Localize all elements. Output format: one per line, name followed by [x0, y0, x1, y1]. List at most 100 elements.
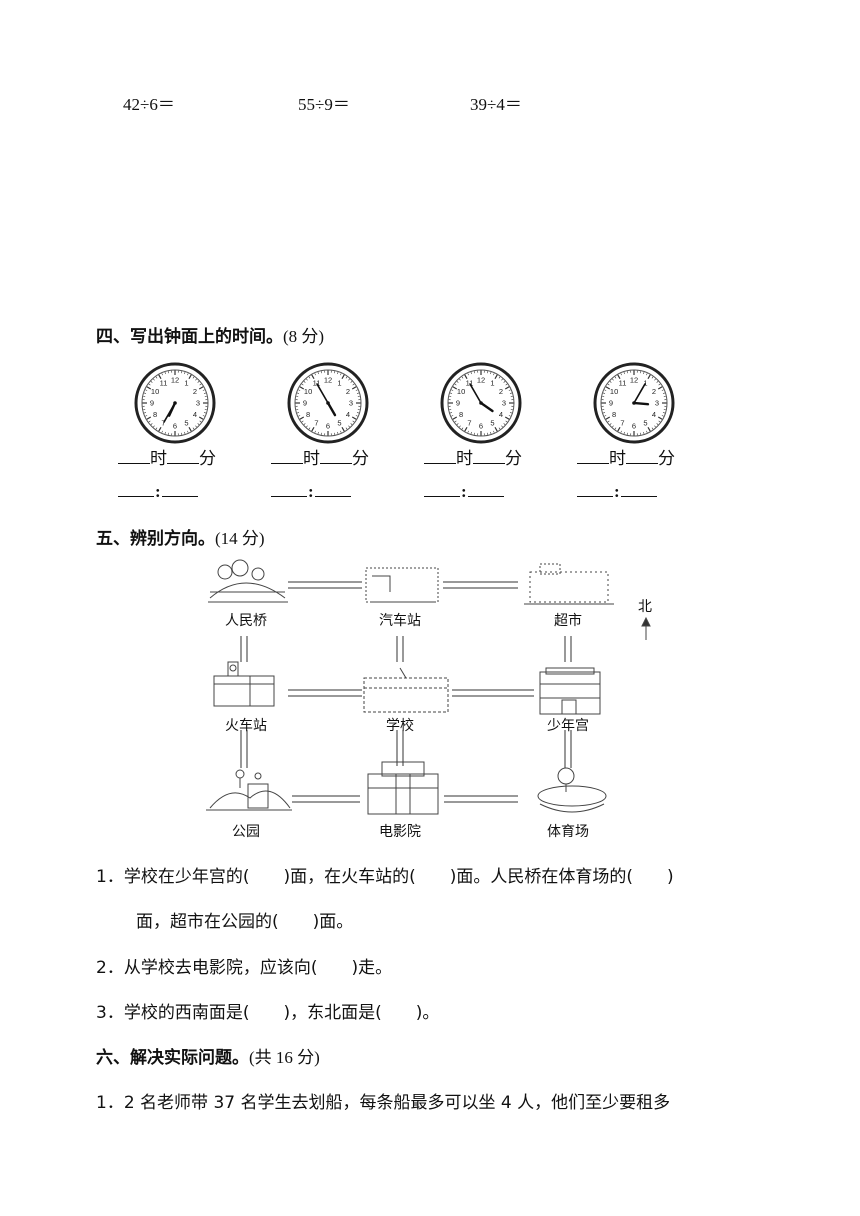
clock-numeral: 6: [479, 422, 483, 431]
hour-blank[interactable]: [271, 449, 303, 464]
clock-tick: [356, 412, 360, 414]
clock-numeral: 12: [477, 376, 485, 385]
hour-blank[interactable]: [424, 449, 456, 464]
clock-tick: [505, 383, 508, 386]
digital-minute-blank[interactable]: [314, 482, 351, 497]
clock-numeral: 6: [632, 422, 636, 431]
minute-blank[interactable]: [473, 449, 505, 464]
section-5-question-1-line-1: 1．学校在少年宫的( )面，在火车站的( )面。人民桥在体育场的( ): [96, 867, 674, 887]
clock-tick: [651, 376, 654, 379]
digital-hour-blank[interactable]: [424, 482, 460, 497]
clock-tick: [145, 415, 148, 417]
minute-blank[interactable]: [167, 449, 199, 464]
clock-tick: [298, 415, 301, 417]
clock-tick: [661, 415, 664, 417]
clock-center-pin: [479, 401, 483, 405]
clock-tick: [198, 416, 204, 420]
clock-tick: [620, 430, 622, 433]
clock-numeral: 5: [490, 419, 494, 428]
colon: :: [614, 482, 620, 501]
clock-tick: [643, 431, 645, 435]
clock-numeral: 7: [467, 419, 471, 428]
clock-tick: [164, 371, 166, 375]
clock-numeral: 7: [314, 419, 318, 428]
clock-tick: [647, 426, 651, 432]
clock-tick: [504, 386, 510, 390]
clock-tick: [470, 431, 472, 435]
clock-numeral: 7: [161, 419, 165, 428]
clock-numeral: 6: [326, 422, 330, 431]
digital-minute-blank[interactable]: [620, 482, 657, 497]
minute-label: 分: [352, 449, 369, 468]
clock-numeral: 1: [490, 379, 494, 388]
clock-tick: [195, 378, 197, 381]
clock-tick: [341, 426, 345, 432]
clock-tick: [301, 383, 304, 386]
clock-tick: [356, 392, 360, 394]
section-6-question-1: 1．2 名老师带 37 名学生去划船，每条船最多可以坐 4 人，他们至少要租多: [96, 1093, 671, 1113]
clock-tick: [461, 376, 464, 379]
clock-tick: [459, 425, 461, 428]
clock-tick: [607, 383, 610, 386]
clock-tick: [647, 374, 651, 380]
digital-hour-blank[interactable]: [118, 482, 154, 497]
place-renminqiao: 人民桥: [225, 613, 267, 629]
section-5-question-1-line-2: 面，超市在公园的( )面。: [136, 912, 354, 932]
clock-hour-hand: [479, 401, 494, 413]
clock-tick: [150, 423, 153, 425]
map-roads: [206, 559, 651, 815]
digital-hour-blank[interactable]: [577, 482, 613, 497]
place-gongyuan: 公园: [232, 824, 260, 840]
clock-numeral: 7: [620, 419, 624, 428]
clock-numeral: 10: [610, 387, 618, 396]
clock-numeral: 8: [459, 410, 463, 419]
clock-tick: [508, 415, 511, 417]
clock-tick: [146, 416, 152, 420]
section-6-points: (共 16 分): [249, 1048, 320, 1067]
digital-minute-blank[interactable]: [467, 482, 504, 497]
north-label: 北: [638, 599, 652, 615]
clock-numeral: 12: [324, 376, 332, 385]
clock-tick: [470, 371, 472, 375]
clock-tick: [643, 371, 645, 375]
place-shaoniangong: 少年宫: [547, 718, 589, 734]
clock-tick: [464, 374, 468, 380]
clock-numeral: 6: [173, 422, 177, 431]
clock-numeral: 9: [150, 399, 154, 408]
minute-blank[interactable]: [320, 449, 352, 464]
clock-tick: [609, 381, 612, 383]
clock-numeral: 10: [151, 387, 159, 396]
clock-tick: [490, 431, 492, 435]
stadium-illustration: [537, 767, 607, 813]
clock-tick: [504, 416, 510, 420]
digital-minute-blank[interactable]: [161, 482, 198, 497]
minute-blank[interactable]: [626, 449, 658, 464]
clock-tick: [646, 430, 648, 433]
clock-tick: [351, 386, 357, 390]
clock-tick: [296, 392, 300, 394]
bridge-illustration: [208, 559, 288, 603]
clock-tick: [654, 425, 656, 428]
colon: :: [461, 482, 467, 501]
clock-tick: [456, 423, 459, 425]
digital-hour-blank[interactable]: [271, 482, 307, 497]
clock-tick: [143, 412, 147, 414]
hour-blank[interactable]: [118, 449, 150, 464]
colon: :: [308, 482, 314, 501]
clock-numeral: 11: [619, 379, 627, 388]
clock-tick: [498, 376, 501, 379]
clock-tick: [508, 389, 511, 391]
clock-tick: [501, 425, 503, 428]
section-6-title: 六、解决实际问题。: [96, 1048, 249, 1067]
clock-numeral: 4: [193, 410, 197, 419]
clock-tick: [158, 374, 162, 380]
clock-tick: [148, 383, 151, 386]
clock-tick: [199, 383, 202, 386]
hour-blank[interactable]: [577, 449, 609, 464]
clock-tick: [337, 371, 339, 375]
clock-tick: [658, 383, 661, 386]
clock-center-pin: [632, 401, 636, 405]
clock-numeral: 10: [457, 387, 465, 396]
place-huochezhan: 火车站: [225, 718, 267, 734]
place-xuexiao: 学校: [386, 718, 414, 734]
